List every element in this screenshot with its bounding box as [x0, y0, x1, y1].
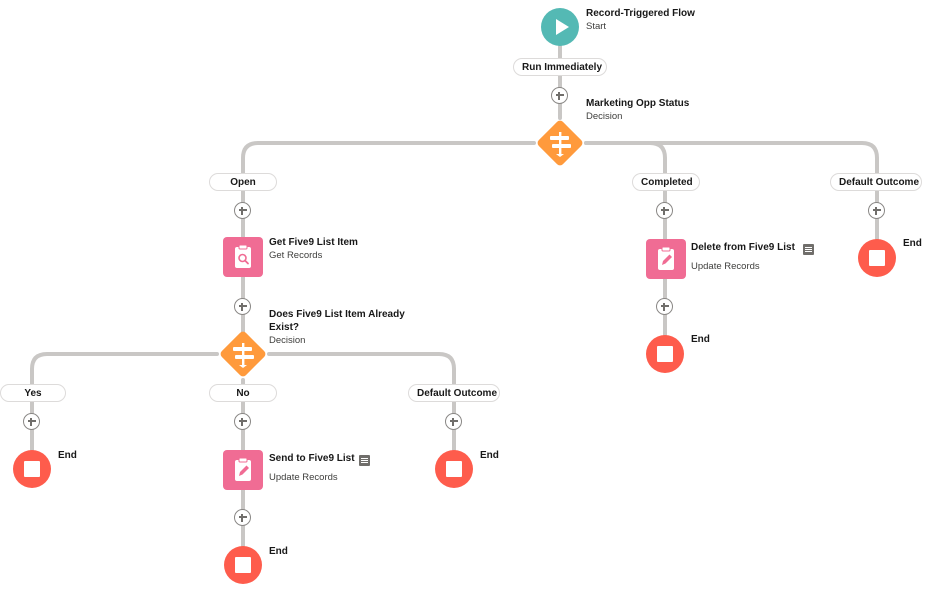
decision2-title-line2: Exist? — [269, 322, 300, 333]
outcome-completed-label[interactable]: Completed — [632, 173, 700, 191]
get-records-node[interactable] — [223, 237, 263, 277]
add-element-button[interactable] — [234, 202, 251, 219]
decision2-subtitle: Decision — [269, 335, 306, 346]
add-element-button[interactable] — [234, 413, 251, 430]
end-label: End — [480, 450, 499, 461]
delete-from-five9-node[interactable] — [646, 239, 686, 279]
end-node[interactable] — [224, 546, 262, 584]
add-element-button[interactable] — [656, 298, 673, 315]
decision-icon — [233, 343, 254, 368]
get-records-icon — [235, 244, 251, 268]
decision-node-five9-exists[interactable] — [217, 328, 269, 380]
stop-icon — [24, 461, 40, 477]
outcome-yes-label[interactable]: Yes — [0, 384, 66, 402]
add-element-button[interactable] — [868, 202, 885, 219]
add-element-button[interactable] — [445, 413, 462, 430]
stop-icon — [657, 346, 673, 362]
add-element-button[interactable] — [551, 87, 568, 104]
send-to-five9-node[interactable] — [223, 450, 263, 490]
decision-icon — [550, 132, 571, 157]
get-records-subtitle: Get Records — [269, 250, 323, 261]
outcome-no-label[interactable]: No — [209, 384, 277, 402]
description-icon[interactable] — [803, 244, 814, 255]
start-title: Record-Triggered Flow — [586, 8, 695, 19]
add-element-button[interactable] — [23, 413, 40, 430]
end-node[interactable] — [13, 450, 51, 488]
send-to-five9-subtitle: Update Records — [269, 472, 338, 483]
decision-node-marketing-opp-status[interactable] — [534, 117, 586, 169]
delete-from-five9-title: Delete from Five9 List — [691, 242, 795, 253]
outcome-default-label[interactable]: Default Outcome — [408, 384, 500, 402]
description-icon[interactable] — [359, 455, 370, 466]
end-label: End — [269, 546, 288, 557]
update-records-icon — [235, 457, 251, 481]
delete-from-five9-subtitle: Update Records — [691, 261, 760, 272]
add-element-button[interactable] — [656, 202, 673, 219]
stop-icon — [869, 250, 885, 266]
stop-icon — [235, 557, 251, 573]
end-node[interactable] — [646, 335, 684, 373]
end-label: End — [691, 334, 710, 345]
decision2-title: Does Five9 List Item Already — [269, 309, 405, 320]
end-label: End — [903, 238, 922, 249]
end-node[interactable] — [858, 239, 896, 277]
get-records-title: Get Five9 List Item — [269, 237, 358, 248]
play-icon — [556, 19, 569, 35]
end-node[interactable] — [435, 450, 473, 488]
end-label: End — [58, 450, 77, 461]
stop-icon — [446, 461, 462, 477]
decision1-title: Marketing Opp Status — [586, 98, 690, 109]
decision1-subtitle: Decision — [586, 111, 623, 122]
start-subtitle: Start — [586, 21, 607, 32]
send-to-five9-title: Send to Five9 List — [269, 453, 355, 464]
outcome-open-label[interactable]: Open — [209, 173, 277, 191]
outcome-default-label[interactable]: Default Outcome — [830, 173, 922, 191]
start-node[interactable] — [541, 8, 579, 46]
run-immediately-label[interactable]: Run Immediately — [513, 58, 607, 76]
update-records-icon — [658, 246, 674, 270]
add-element-button[interactable] — [234, 298, 251, 315]
add-element-button[interactable] — [234, 509, 251, 526]
